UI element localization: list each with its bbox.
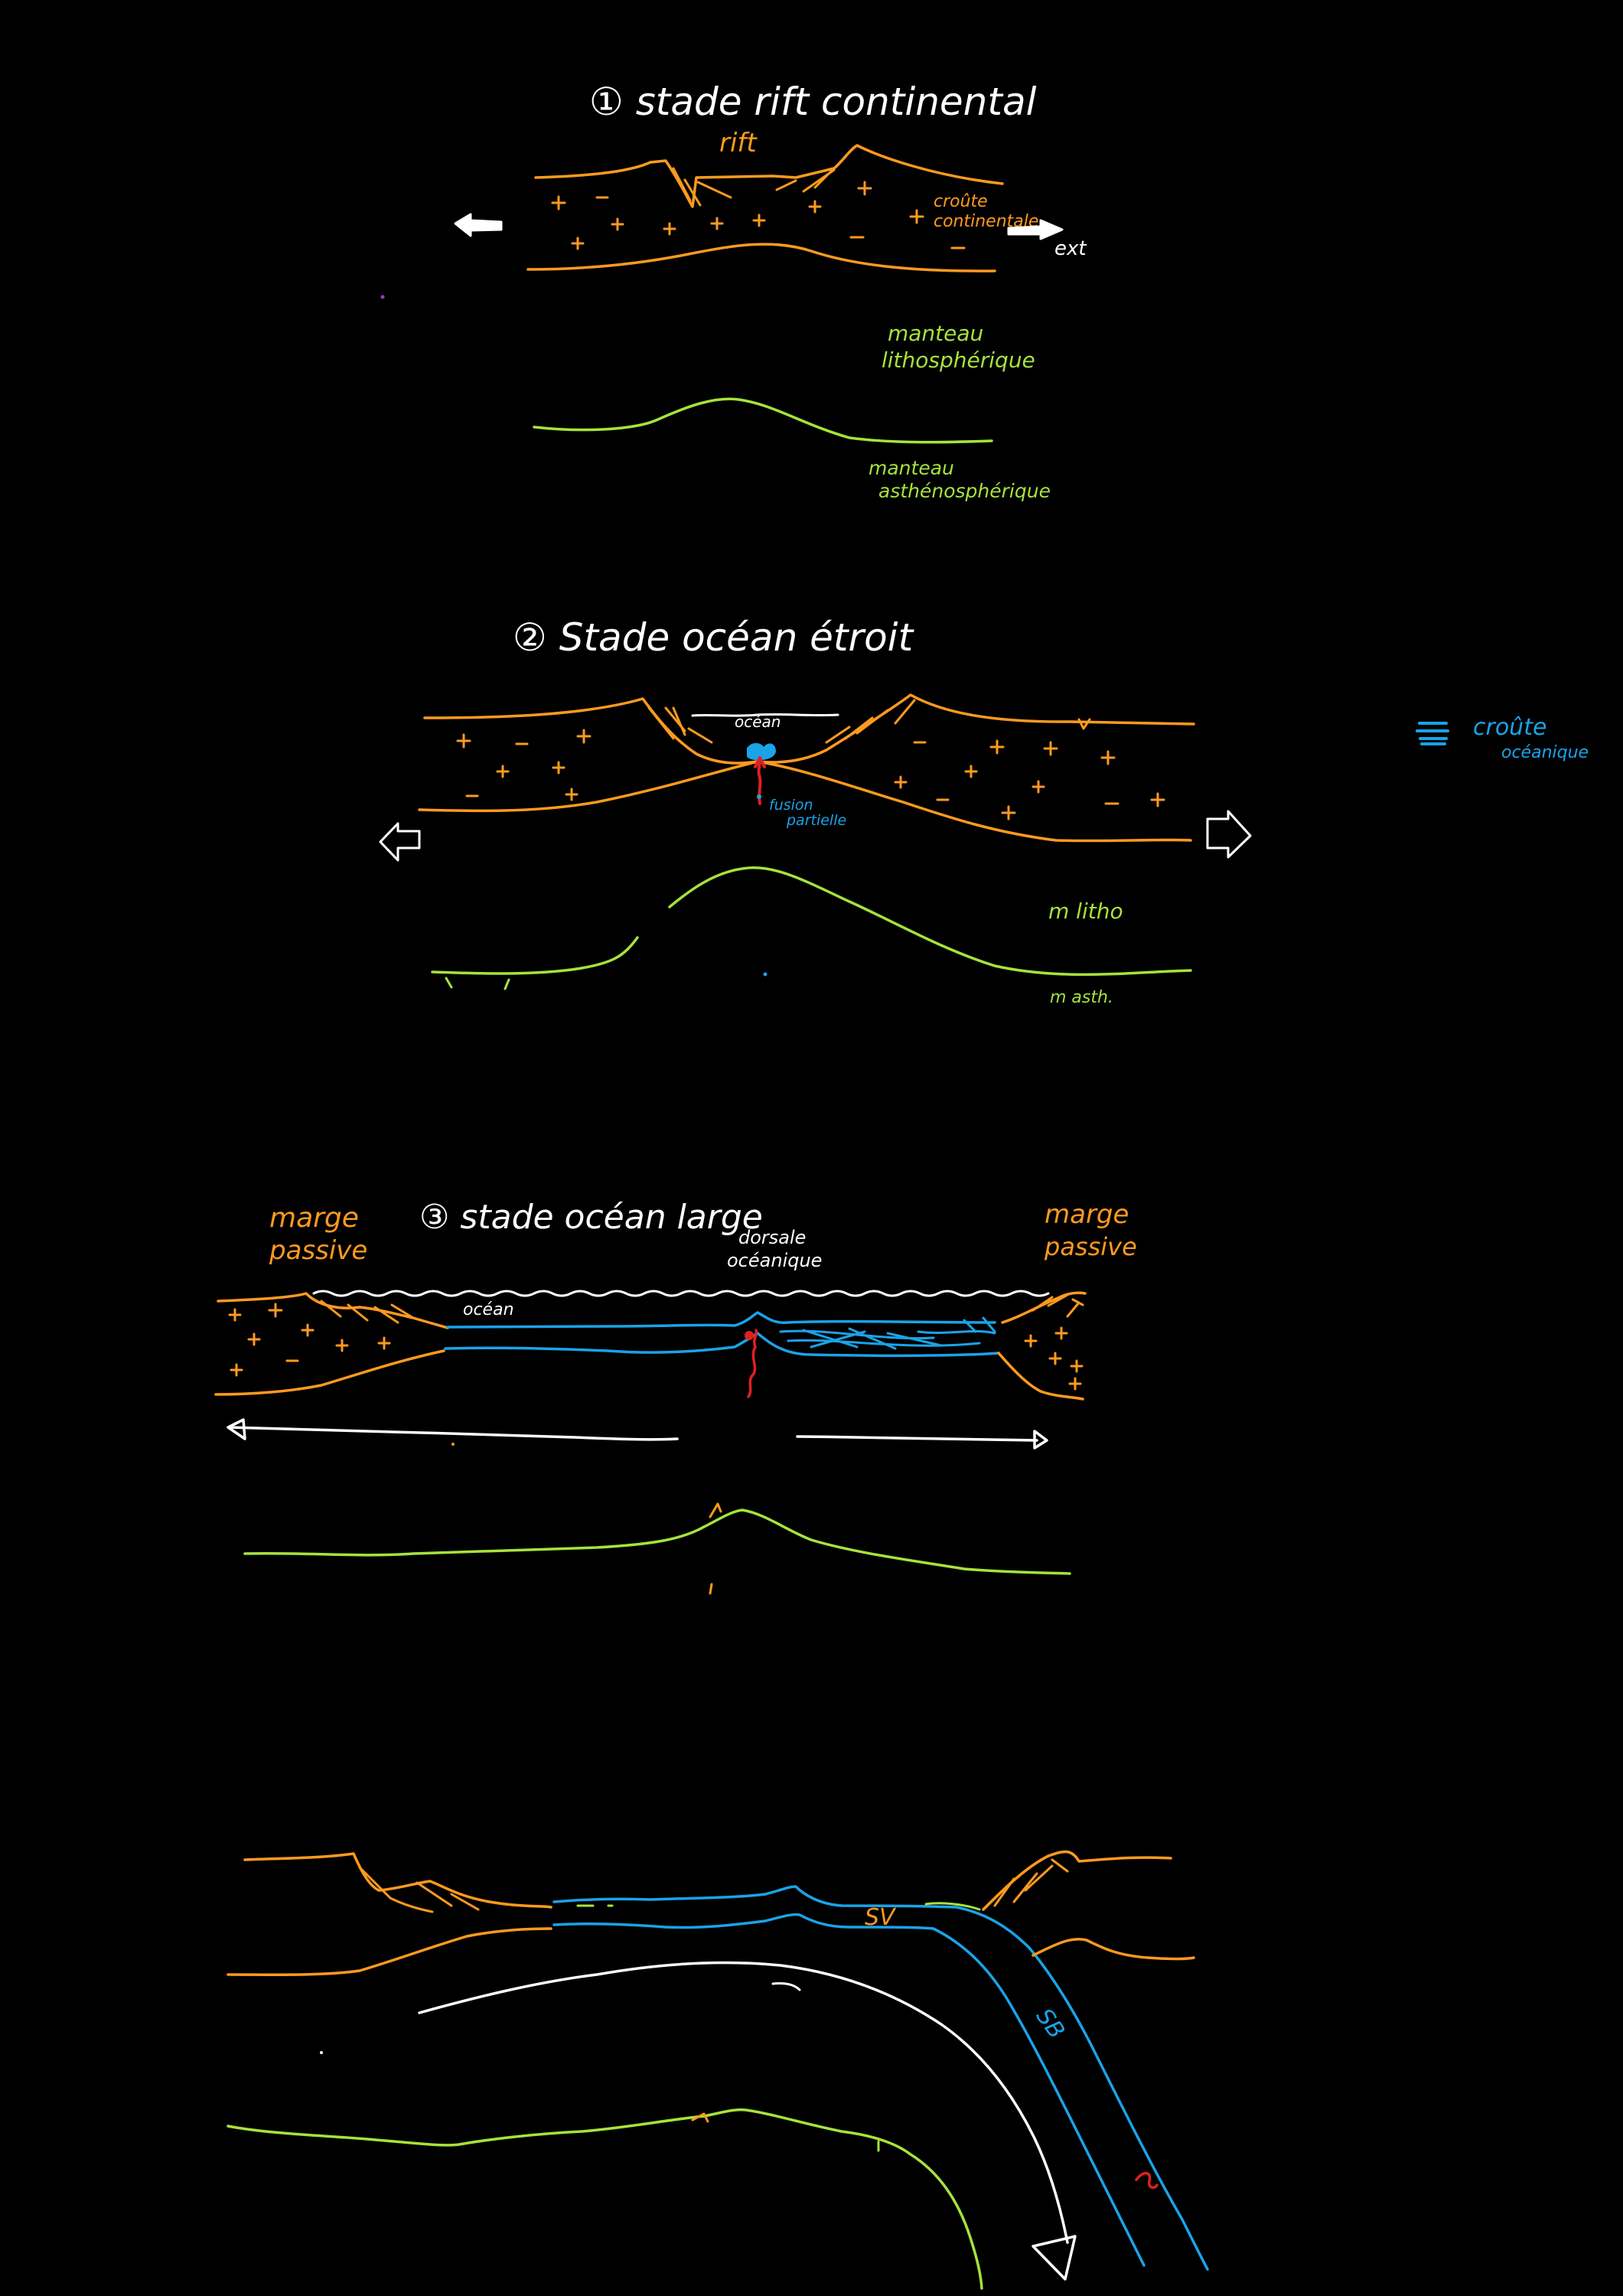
stage3-lithosphere-base — [243, 1508, 1071, 1575]
stage1-crust-base — [526, 243, 996, 272]
stage4-left-faults — [358, 1866, 480, 1913]
stage2-legend-label-1: croûte — [1473, 714, 1546, 741]
stage3-ocean-label: océan — [463, 1300, 514, 1319]
stage1-crust-label-1: croûte — [934, 192, 988, 211]
stage1-lithosphere-base — [533, 397, 993, 444]
stage4-magma-mark — [1135, 2171, 1159, 2189]
stage1-diagram: ① stade rift continental rift croûte con… — [380, 80, 1087, 502]
stage1-fault-right — [775, 155, 847, 193]
stage3-ridge-tick — [709, 1502, 722, 1518]
stage2-arrow-right — [1206, 810, 1252, 859]
stage3-left-margin-top — [217, 1292, 449, 1329]
stage4-sv-label: SV — [865, 1904, 897, 1931]
stage3-margin-right-1: marge — [1045, 1199, 1129, 1230]
stage3-ridge-2: océanique — [727, 1250, 822, 1271]
stage2-arrow-left — [379, 822, 421, 862]
stage2-mantle-astheno: m asth. — [1050, 988, 1113, 1007]
stage1-mantle-astheno-1: manteau — [869, 457, 954, 479]
stage2-mantle-ticks — [445, 977, 510, 990]
stage2-faults — [647, 699, 916, 744]
stage4-green-dash-right — [924, 1902, 981, 1911]
stage3-small-dot — [451, 1443, 455, 1446]
stage3-sea-surface — [312, 1290, 1050, 1297]
stage4-diagram: SV SB — [227, 1850, 1209, 2290]
stage3-small-mark — [709, 1583, 713, 1595]
stage3-ocean-crust-hatch — [779, 1316, 996, 1350]
stage2-fusion-1: fusion — [769, 797, 813, 814]
stage3-right-margin-top — [1001, 1291, 1087, 1324]
stage2-title: ② Stade océan étroit — [513, 615, 915, 660]
stage4-left-crust-top — [243, 1852, 552, 1909]
stage4-ocean-crust-base — [552, 1913, 1146, 2267]
stage3-arrow-left — [228, 1426, 679, 1441]
stage2-ocean-label: océan — [735, 713, 781, 731]
stage3-right-margin-faults — [1031, 1293, 1084, 1318]
stage3-margin-left-2: passive — [269, 1235, 367, 1266]
stage4-right-crust-base — [1031, 1938, 1195, 1961]
stage3-arrow-right-head — [1033, 1430, 1048, 1450]
stage4-slab-arrow-tick — [771, 1982, 801, 1991]
stage4-orange-tick — [691, 2112, 709, 2123]
stage1-arrow-right — [1007, 219, 1064, 240]
stage2-legend-swatch — [1416, 722, 1449, 745]
stage4-right-faults — [993, 1858, 1069, 1907]
stage2-magma — [754, 756, 766, 805]
stage1-title: ① stade rift continental — [589, 80, 1037, 124]
stray-purple-dot — [380, 295, 385, 299]
stage1-mantle-astheno-2: asthénosphérique — [878, 480, 1051, 502]
stage3-left-margin-faults — [320, 1300, 415, 1324]
stage2-crust-base — [418, 760, 1192, 843]
stage3-left-margin-base — [214, 1349, 445, 1396]
stage4-white-dot — [320, 2051, 323, 2054]
stage3-right-crosses — [1024, 1326, 1084, 1391]
stage3-title: ③ stade océan large — [419, 1198, 763, 1237]
stage1-extension-label: ext — [1054, 237, 1087, 260]
stage3-arrow-left-head — [227, 1418, 246, 1440]
stage4-slab-arrow — [418, 1961, 1069, 2244]
stage1-crust-top — [534, 144, 1004, 208]
stage2-crust-top — [423, 693, 1195, 765]
stage2-ocean-crust — [747, 743, 776, 761]
stage1-arrow-left — [454, 213, 503, 237]
stage3-right-margin-base — [997, 1352, 1084, 1401]
stage3-left-crosses — [228, 1303, 391, 1377]
stage1-fault-left — [672, 167, 732, 207]
stage2-crust-crosses — [456, 729, 1165, 820]
stage3-margin-left-1: marge — [269, 1202, 359, 1234]
stage3-arrow-right — [796, 1435, 1038, 1442]
stage1-rift-label: rift — [719, 128, 758, 158]
stage3-ocean-crust-top — [446, 1311, 996, 1329]
stage3-ridge-1: dorsale — [738, 1227, 806, 1248]
stage1-crust-crosses — [551, 181, 966, 250]
stage2-fault-arrow — [1077, 718, 1091, 730]
stage1-mantle-litho-1: manteau — [888, 321, 983, 346]
stage2-blue-dot — [763, 972, 768, 977]
stage2-legend-label-2: océanique — [1501, 743, 1589, 762]
stage3-magma — [747, 1329, 758, 1398]
stage3-diagram: marge passive ③ stade océan large dorsal… — [214, 1198, 1137, 1595]
stage2-diagram: ② Stade océan étroit océan — [379, 615, 1589, 1007]
stage1-mantle-litho-2: lithosphérique — [882, 347, 1035, 373]
stage2-magma-source — [757, 794, 761, 799]
stage4-left-crust-base — [227, 1927, 552, 1977]
stage2-sea-surface — [691, 713, 839, 717]
stage2-fusion-2: partielle — [786, 812, 846, 829]
stage3-ocean-crust-base — [444, 1332, 1000, 1358]
stage3-margin-right-2: passive — [1044, 1232, 1137, 1261]
stage3-magma-chamber — [745, 1331, 754, 1340]
stage4-slab-arrow-head — [1031, 2235, 1077, 2281]
stage2-mantle-litho: m litho — [1048, 899, 1123, 924]
stage2-lithosphere-base-left — [431, 936, 639, 975]
stage4-ocean-crust-top — [552, 1885, 1209, 2271]
stage2-lithosphere-base — [668, 866, 1192, 977]
